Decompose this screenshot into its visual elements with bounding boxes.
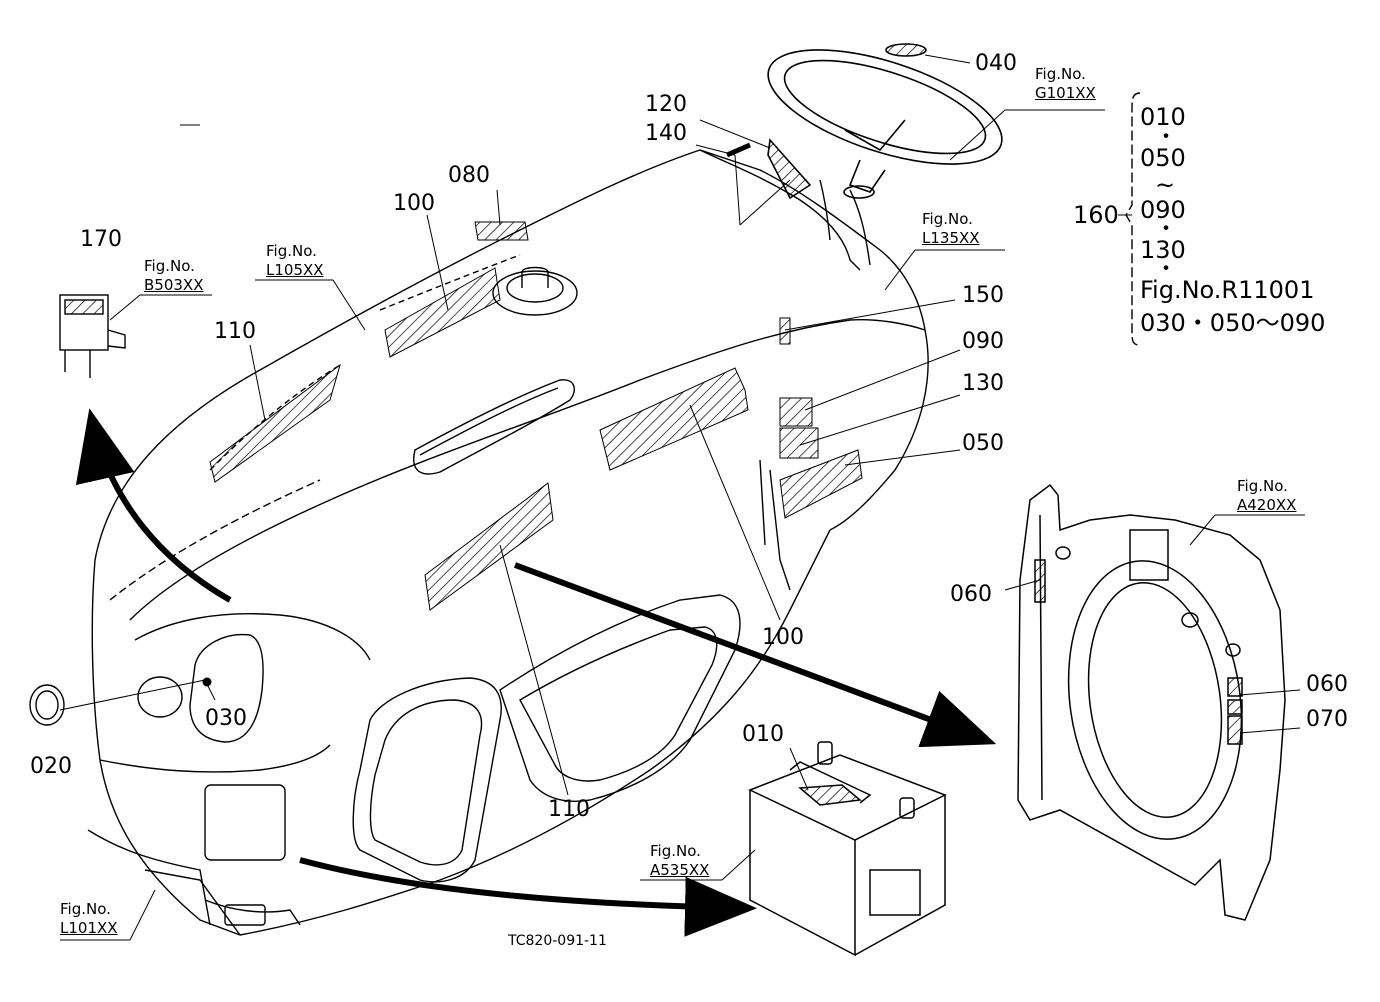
set-note-line4: 090 xyxy=(1140,196,1186,224)
fig-ref-code: L105XX xyxy=(266,261,324,279)
set-bracket xyxy=(1125,92,1141,346)
set-note-line5: 130 xyxy=(1140,236,1186,264)
fig-ref-b503[interactable]: Fig.No. B503XX xyxy=(144,257,203,295)
callout-160: 160 xyxy=(1073,201,1119,229)
set-note-sep2: ・ xyxy=(1155,217,1178,242)
fig-ref-prefix: Fig.No. xyxy=(922,210,973,228)
set-note-line6: Fig.No.R11001 xyxy=(1140,276,1315,304)
direction-arrows xyxy=(75,408,997,937)
callout-060-right: 060 xyxy=(1306,672,1348,697)
callout-130: 130 xyxy=(962,371,1004,396)
fig-ref-a420[interactable]: Fig.No. A420XX xyxy=(1237,477,1296,515)
diagram-code: TC820-091-11 xyxy=(508,933,607,949)
callout-120: 120 xyxy=(645,92,687,117)
fig-ref-prefix: Fig.No. xyxy=(144,257,195,275)
callout-150: 150 xyxy=(962,283,1004,308)
callout-070: 070 xyxy=(1306,707,1348,732)
callout-110-top: 110 xyxy=(214,319,256,344)
fig-ref-l105[interactable]: Fig.No. L105XX xyxy=(266,242,324,280)
callout-100-bottom: 100 xyxy=(762,625,804,650)
callout-080: 080 xyxy=(448,163,490,188)
fig-ref-code: L101XX xyxy=(60,919,118,937)
steering-wheel xyxy=(726,43,1003,200)
fig-ref-code: L135XX xyxy=(922,229,980,247)
callout-100-top: 100 xyxy=(393,191,435,216)
fig-ref-a535[interactable]: Fig.No. A535XX xyxy=(650,842,709,880)
fig-ref-prefix: Fig.No. xyxy=(266,242,317,260)
set-note-sep3: ・ xyxy=(1155,257,1178,282)
emblem-part xyxy=(29,684,65,726)
fig-ref-g101[interactable]: Fig.No. G101XX xyxy=(1035,65,1096,103)
set-note-line7: 030・050～090 xyxy=(1140,309,1326,337)
fig-ref-prefix: Fig.No. xyxy=(1237,477,1288,495)
fig-ref-prefix: Fig.No. xyxy=(60,900,111,918)
callout-040: 040 xyxy=(975,51,1017,76)
callout-090: 090 xyxy=(962,329,1004,354)
callout-010: 010 xyxy=(742,722,784,747)
callout-170: 170 xyxy=(80,227,122,252)
fig-ref-l135[interactable]: Fig.No. L135XX xyxy=(922,210,980,248)
callout-110-bottom: 110 xyxy=(548,797,590,822)
fig-ref-code: G101XX xyxy=(1035,84,1096,102)
set-note-tilde: ~ xyxy=(1155,171,1176,199)
leader-lines xyxy=(59,54,1305,941)
callout-020: 020 xyxy=(30,754,72,779)
callout-060-left: 060 xyxy=(950,582,992,607)
fig-ref-code: B503XX xyxy=(144,276,204,294)
fig-ref-prefix: Fig.No. xyxy=(1035,65,1086,83)
fig-ref-prefix: Fig.No. xyxy=(650,842,701,860)
set-note-sep1: ・ xyxy=(1155,125,1178,150)
callout-030: 030 xyxy=(205,706,247,731)
decals xyxy=(209,221,863,611)
tractor-body xyxy=(87,149,929,936)
radiator-shroud xyxy=(1017,483,1286,921)
callout-050: 050 xyxy=(962,431,1004,456)
switch-part xyxy=(59,294,126,378)
callout-140: 140 xyxy=(645,121,687,146)
set-note-line2: 050 xyxy=(1140,144,1186,172)
fig-ref-code: A535XX xyxy=(650,861,710,879)
set-note-line1: 010 xyxy=(1140,103,1186,131)
fig-ref-code: A420XX xyxy=(1237,496,1297,514)
battery-part xyxy=(748,741,947,957)
fig-ref-l101[interactable]: Fig.No. L101XX xyxy=(60,900,118,938)
